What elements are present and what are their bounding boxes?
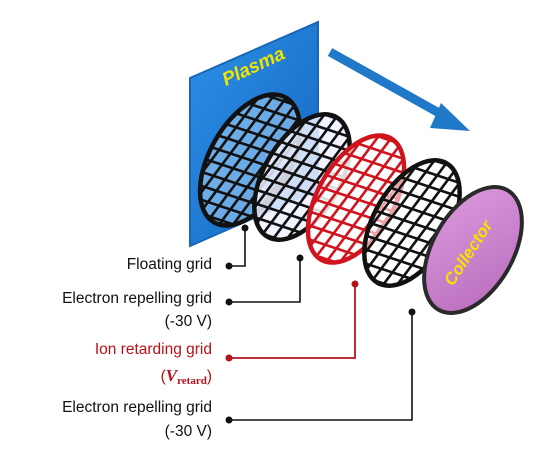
leader-ion-retard (230, 284, 356, 359)
leader-dot-floating (225, 262, 233, 270)
leader-dot-erepel-2 (225, 416, 233, 424)
leader-dot-erepel-2-top (408, 308, 416, 316)
leader-dot-floating-top (241, 224, 249, 232)
label-electron-repelling-1-voltage: (-30 V) (164, 313, 212, 330)
label-electron-repelling-2-voltage: (-30 V) (164, 423, 212, 440)
leader-floating (230, 228, 246, 267)
leader-dot-erepel-1-top (296, 254, 304, 262)
flow-arrow-shaft (327, 48, 451, 122)
label-electron-repelling-1: Electron repelling grid (62, 290, 212, 307)
label-ion-retarding-voltage: (Vretard) (160, 366, 212, 387)
collector-disc (422, 184, 524, 316)
leader-dot-ion-retard (225, 354, 233, 362)
leader-erepel-2 (230, 312, 413, 421)
leader-erepel-1 (230, 258, 301, 303)
v-subscript: retard (177, 375, 207, 387)
label-floating-grid: Floating grid (126, 256, 212, 273)
leader-lines (225, 224, 416, 424)
collector: Collector (422, 184, 524, 316)
leader-dot-erepel-1 (225, 298, 233, 306)
label-electron-repelling-2: Electron repelling grid (62, 399, 212, 416)
leader-dot-ion-retard-top (351, 280, 359, 288)
v-symbol: V (165, 366, 178, 385)
flow-arrow (327, 48, 470, 131)
flow-arrow-head (430, 103, 470, 131)
label-ion-retarding: Ion retarding grid (94, 341, 212, 358)
